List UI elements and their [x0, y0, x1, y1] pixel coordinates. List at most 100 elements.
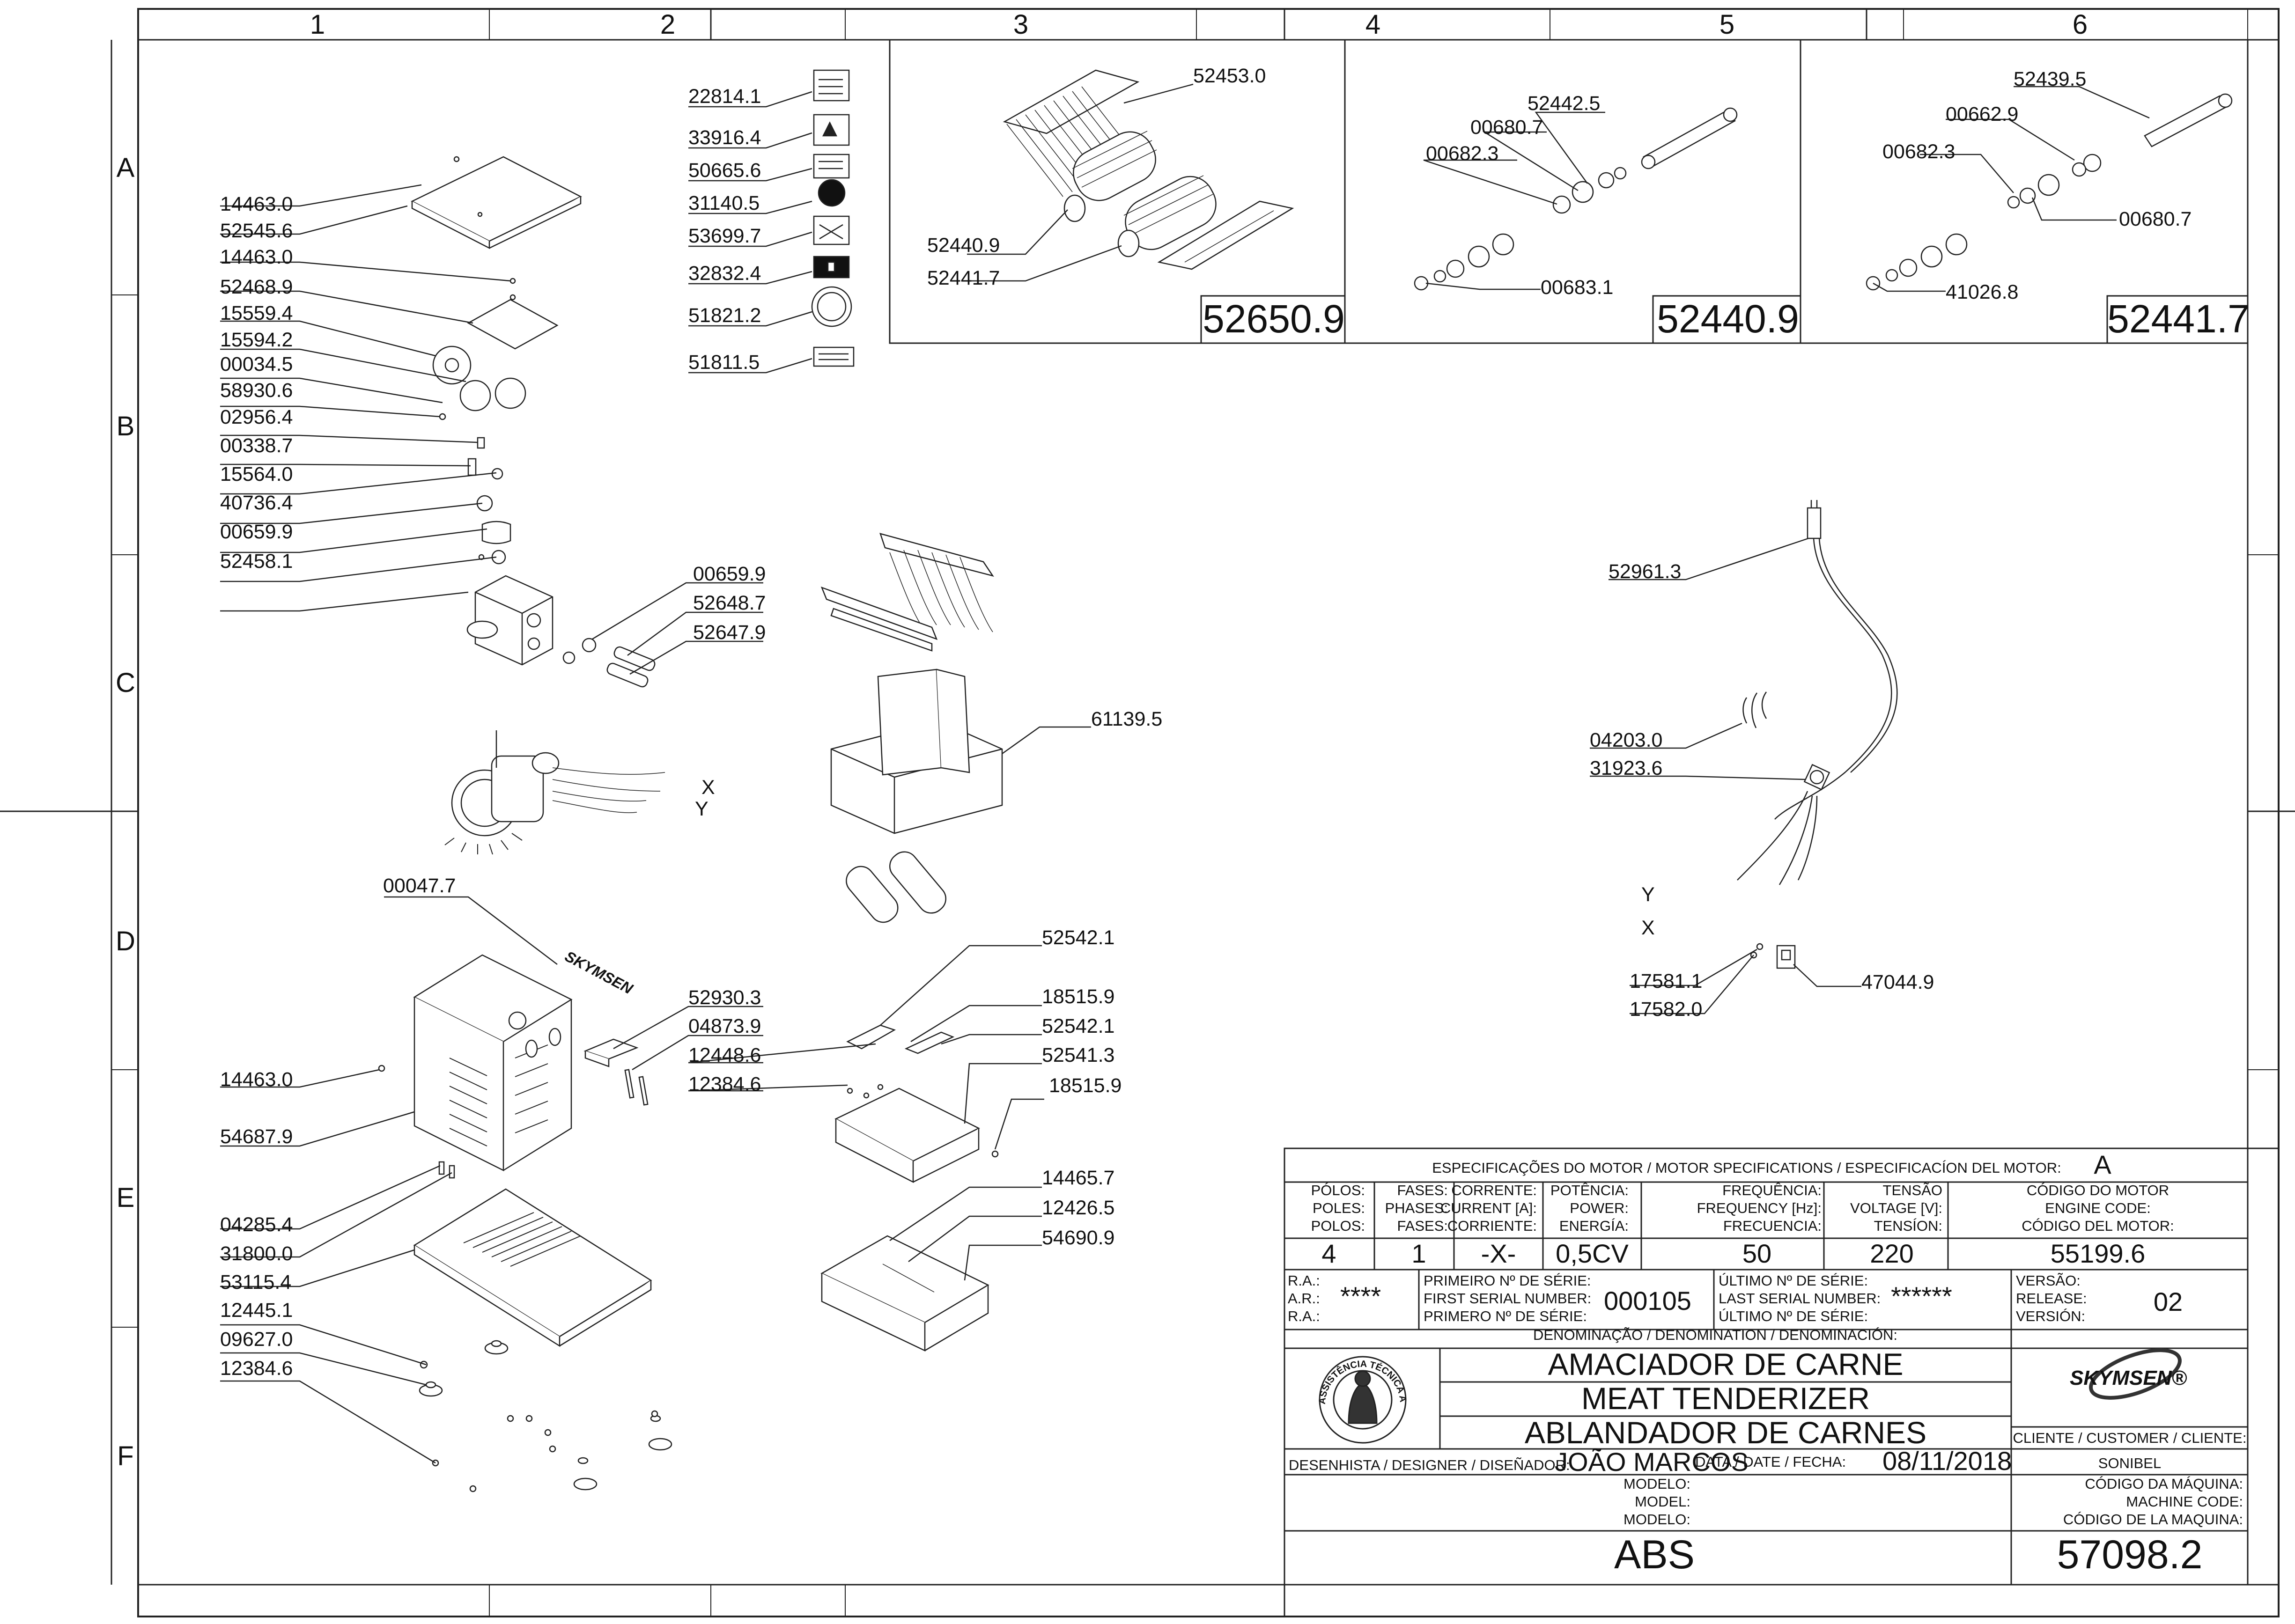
phases-label-en: PHASES: [1385, 1200, 1448, 1216]
black-plate-icon [813, 256, 850, 279]
label-52961-3: 52961.3 [1609, 560, 1681, 583]
grid-row-labels: A B C D E F [116, 153, 135, 1471]
label-52453-0: 52453.0 [1193, 65, 1266, 87]
label-15594-2: 15594.2 [220, 329, 293, 351]
product-name: AMACIADOR DE CARNE MEAT TENDERIZER ABLAN… [1525, 1347, 1926, 1450]
grid-col-1: 1 [310, 9, 325, 40]
product-name-es: ABLANDADOR DE CARNES [1525, 1415, 1926, 1450]
round-sticker-icon [818, 179, 846, 207]
designer-row: DESENHISTA / DESIGNER / DISEÑADOR: JOÃO … [1289, 1430, 2246, 1477]
box3-callouts: 52453.0 52440.9 52441.7 [927, 65, 1266, 289]
label-32832-4: 32832.4 [688, 262, 761, 285]
designer-value: JOÃO MARCOS [1555, 1447, 1749, 1477]
label-00682-3-a: 00682.3 [1426, 142, 1498, 165]
label-40736-4: 40736.4 [220, 492, 293, 514]
label-31923-6: 31923.6 [1590, 757, 1662, 779]
label-17582-0: 17582.0 [1630, 998, 1702, 1021]
ra-label-pt: R.A.: [1288, 1272, 1320, 1289]
electrical-callouts: 52961.3 04203.0 31923.6 17581.1 17582.0 … [1590, 537, 1934, 1021]
shaft-callouts: 00659.9 52648.7 52647.9 [592, 563, 766, 675]
label-52440-9-part: 52440.9 [927, 234, 1000, 257]
label-53115-4: 53115.4 [220, 1271, 291, 1293]
engine-code-label-pt: CÓDIGO DO MOTOR [2027, 1182, 2169, 1198]
poles-label-pt: PÓLOS: [1311, 1182, 1365, 1198]
label-00680-7-a: 00680.7 [1470, 116, 1543, 139]
label-00682-3-b: 00682.3 [1882, 140, 1955, 163]
grid-col-2: 2 [660, 9, 675, 40]
product-name-en: MEAT TENDERIZER [1581, 1381, 1870, 1416]
date-value: 08/11/2018 [1882, 1446, 2012, 1476]
voltage-label-pt: TENSÃO [1883, 1182, 1942, 1198]
label-14463-0-b: 14463.0 [220, 246, 293, 268]
assembly-code-52440-9: 52440.9 [1657, 297, 1799, 341]
label-00338-7: 00338.7 [220, 434, 293, 457]
label-02956-4: 02956.4 [220, 406, 293, 428]
label-52468-9: 52468.9 [220, 276, 293, 298]
label-00662-9: 00662.9 [1946, 103, 2018, 125]
spike-rollers [846, 851, 946, 923]
denomination-label: DENOMINAÇÃO / DENOMINATION / DENOMINACIÓ… [1533, 1327, 1897, 1343]
label-52541-3: 52541.3 [1042, 1044, 1114, 1066]
grid-row-f: F [117, 1441, 133, 1471]
power-label-pt: POTÊNCIA: [1550, 1182, 1629, 1198]
label-14463-0-c: 14463.0 [220, 1068, 293, 1091]
label-14465-7: 14465.7 [1042, 1167, 1114, 1189]
label-54687-9: 54687.9 [220, 1125, 293, 1148]
label-04873-9: 04873.9 [688, 1015, 761, 1037]
motor-spec-header: ESPECIFICAÇÕES DO MOTOR / MOTOR SPECIFIC… [1432, 1160, 2061, 1176]
power-label-es: ENERGÍA: [1559, 1218, 1629, 1234]
label-00680-7-b: 00680.7 [2119, 208, 2192, 230]
grid-row-c: C [116, 668, 135, 698]
label-00659-9-a: 00659.9 [220, 521, 293, 543]
poles-label-en: POLES: [1313, 1200, 1365, 1216]
grid-col-4: 4 [1365, 9, 1380, 40]
label-12384-6-b: 12384.6 [688, 1073, 761, 1095]
graphic-label-icon [813, 215, 850, 245]
power-plug-icon [1807, 507, 1822, 539]
title-block [1284, 1147, 2280, 1617]
grid-col-6: 6 [2073, 9, 2088, 40]
current-label-pt: CORRENTE: [1451, 1182, 1537, 1198]
label-52648-7: 52648.7 [693, 592, 766, 614]
label-52458-1: 52458.1 [220, 550, 293, 573]
label-52442-5: 52442.5 [1528, 92, 1600, 115]
current-label-en: CURRENT [A]: [1440, 1200, 1537, 1216]
lower-left-callouts: 00047.7 14463.0 54687.9 04285.4 31800.0 … [220, 874, 558, 1464]
label-22814-1: 22814.1 [688, 85, 761, 108]
current-value: -X- [1481, 1239, 1516, 1268]
label-51821-2: 51821.2 [688, 304, 761, 327]
box3-roller-assembly [1003, 69, 1294, 270]
box5-callouts: 52442.5 00680.7 00682.3 00683.1 [1423, 92, 1613, 299]
current-label-es: CORRIENTE: [1447, 1218, 1537, 1234]
model-label-en: MODEL: [1635, 1493, 1690, 1510]
grid-row-d: D [116, 926, 135, 956]
gear-cover-plate [467, 299, 559, 350]
spring-icon [481, 521, 511, 544]
label-50665-6: 50665.6 [688, 159, 761, 182]
lower-middle-callouts: 52930.3 04873.9 12448.6 12384.6 52542.1 … [613, 926, 1122, 1281]
power-label-en: POWER: [1570, 1200, 1629, 1216]
grid-row-a: A [117, 153, 135, 183]
label-00034-5: 00034.5 [220, 353, 293, 375]
decal-icons [811, 69, 855, 367]
axis-y-mark-1: Y [695, 798, 708, 820]
label-12445-1: 12445.1 [220, 1299, 293, 1322]
last-serial-label-pt: ÚLTIMO Nº DE SÉRIE: [1719, 1272, 1868, 1289]
power-value: 0,5CV [1556, 1239, 1629, 1268]
last-serial-label-es: ÚLTIMO Nº DE SÉRIE: [1719, 1308, 1868, 1324]
label-61139-5: 61139.5 [1091, 708, 1162, 730]
upper-left-callouts: 14463.0 52545.6 14463.0 52468.9 15559.4 … [220, 184, 511, 612]
phases-label-es: FASES: [1397, 1218, 1448, 1234]
first-serial-label-en: FIRST SERIAL NUMBER: [1424, 1290, 1591, 1307]
ra-value: **** [1340, 1281, 1381, 1311]
model-label-pt: MODELO: [1623, 1476, 1690, 1492]
phases-value: 1 [1411, 1239, 1426, 1268]
label-00659-9-b: 00659.9 [693, 563, 766, 585]
rubber-feet [419, 1340, 672, 1491]
label-52647-9: 52647.9 [693, 621, 766, 644]
label-15559-4: 15559.4 [220, 302, 293, 324]
grid-row-e: E [117, 1183, 135, 1213]
frequency-value: 50 [1742, 1239, 1771, 1268]
label-52542-1-a: 52542.1 [1042, 926, 1114, 949]
